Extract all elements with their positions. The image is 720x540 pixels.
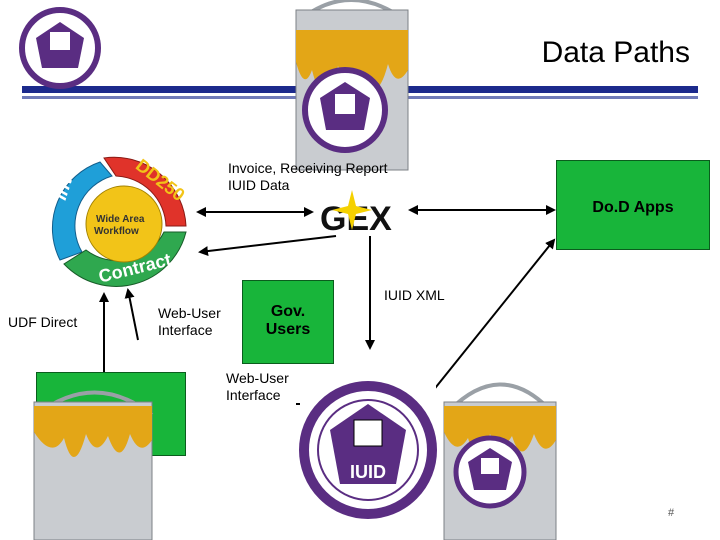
invoice-receiving-label: Invoice, Receiving Report	[228, 160, 388, 176]
udf-direct-label: UDF Direct	[8, 314, 78, 330]
arrow-webuser-wawf	[124, 288, 139, 341]
paint-can-right	[443, 382, 557, 540]
wawf-cycle-graphic	[51, 156, 187, 287]
dod-apps-label: Do.D Apps	[592, 199, 674, 216]
page-number: #	[668, 507, 675, 519]
wawf-wide-area-label: Wide Area	[96, 214, 145, 225]
gov-users-label-1: Gov.	[270, 303, 306, 320]
interface-label-1: Interface	[158, 322, 213, 338]
iuid-xml-label: IUID XML	[384, 287, 445, 303]
gov-users-label-2: Users	[265, 321, 311, 338]
gex-logo: GEX	[320, 190, 392, 238]
web-user-label-1: Web-User	[158, 305, 221, 321]
gex-text: GEX	[320, 200, 392, 238]
paint-can-left	[33, 390, 154, 540]
arrow-gex-wawf-diag	[198, 235, 337, 257]
page-title: Data Paths	[541, 36, 690, 69]
iuid-logo-top	[302, 67, 388, 153]
iuid-data-label: IUID Data	[228, 177, 290, 193]
arrow-iuid-dod	[431, 238, 556, 393]
wawf-workflow-label: Workflow	[94, 226, 139, 237]
web-user-label-2: Web-User	[226, 370, 289, 386]
gov-users-box: Gov. Users	[242, 280, 334, 364]
iuid-logo-text: IUID	[350, 462, 386, 482]
iuid-logo-corner	[19, 7, 101, 89]
interface-label-2: Interface	[226, 387, 281, 403]
iuid-logo-large: IUID	[299, 380, 437, 520]
dod-apps-box: Do.D Apps	[556, 160, 710, 250]
